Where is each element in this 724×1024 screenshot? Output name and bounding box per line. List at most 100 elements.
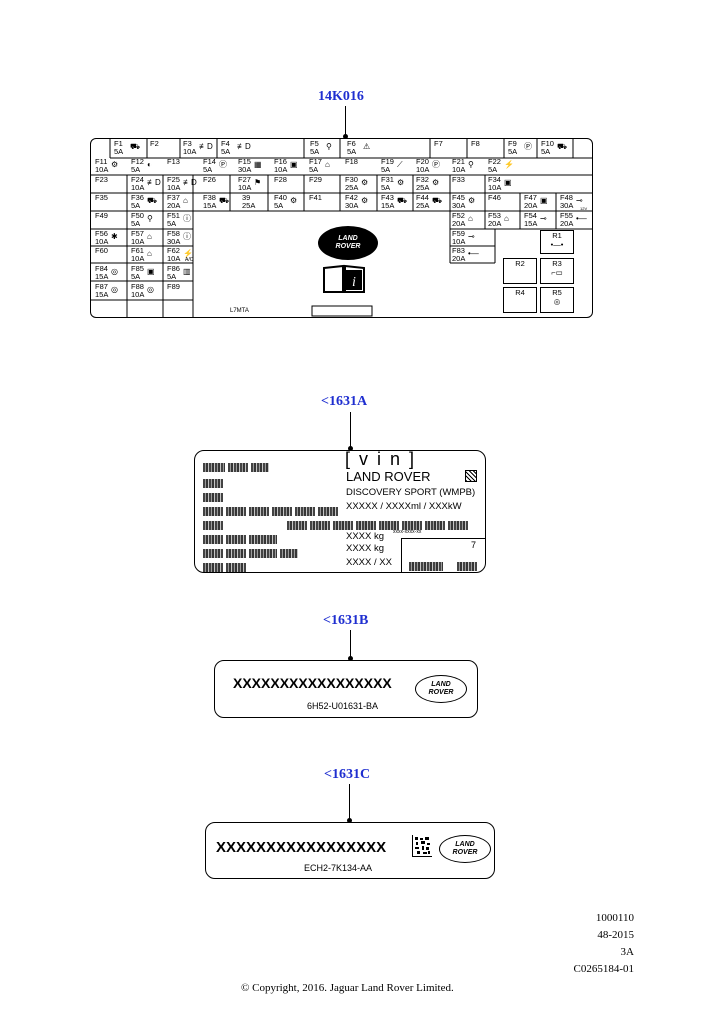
fuse-symbol-icon: ◎ xyxy=(111,267,118,276)
fuse-symbol-icon: ⌂ xyxy=(504,214,509,223)
relay-r2-label: R2 xyxy=(515,259,525,268)
fuse-f46: F46 xyxy=(488,194,501,202)
logo-text-land: LAND xyxy=(338,235,358,242)
fuse-id: F21 xyxy=(452,157,465,166)
fuse-id: F89 xyxy=(167,282,180,291)
fuse-amperage: 10A xyxy=(95,237,109,246)
fuse-id: F14 xyxy=(203,157,216,166)
vin-divider-v xyxy=(401,538,402,572)
label-b-code: XXXXXXXXXXXXXXXXX xyxy=(233,675,392,691)
fuse-symbol-icon: ⛟ xyxy=(130,142,141,151)
fuse-symbol-icon: ⛟ xyxy=(397,196,408,205)
fuse-symbol-icon: ⚙ xyxy=(111,160,119,169)
leader-line xyxy=(349,784,350,822)
fuse-amperage: 15A xyxy=(381,201,395,210)
leader-line xyxy=(345,106,346,137)
fuse-f48-note: 12V xyxy=(580,206,588,211)
obscured-text xyxy=(457,558,480,576)
fuse-f35: F35 xyxy=(95,194,108,202)
fuse-amperage: 5A xyxy=(167,272,177,281)
obscured-text xyxy=(203,459,272,477)
fuse-id: F47 xyxy=(524,193,537,202)
label-c-code: XXXXXXXXXXXXXXXXX xyxy=(216,839,387,856)
obscured-text xyxy=(203,531,280,549)
fuse-symbol-icon: Ⓟ xyxy=(524,142,532,151)
fuse-id: F19 xyxy=(381,157,394,166)
fuse-amperage: 20A xyxy=(524,201,538,210)
fuse-f23: F23 xyxy=(95,176,108,184)
fuse-symbol-icon: ⚙ xyxy=(290,196,298,205)
fuse-id: F83 xyxy=(452,246,465,255)
fuse-id: F87 xyxy=(95,282,108,291)
fuse-id: F61 xyxy=(131,246,144,255)
fuse-amperage: 10A xyxy=(131,254,145,263)
vin-weight-small: xxxx-xxxx-xx xyxy=(393,529,422,535)
vin-weight-1: XXXX kg xyxy=(346,531,385,542)
fuse-symbol-icon: ≢D xyxy=(183,178,197,187)
fuse-id: F13 xyxy=(167,157,180,166)
fuse-symbol-icon: ⚙ xyxy=(397,178,405,187)
logo-text-land: LAND xyxy=(431,681,451,688)
callout-label-c: <1631C xyxy=(324,767,371,782)
logo-text-rover: ROVER xyxy=(335,243,361,250)
fuse-symbol-icon: ≢D xyxy=(147,178,161,187)
fuse-amperage: 5A xyxy=(310,147,320,156)
fuse-id: F44 xyxy=(416,193,429,202)
fuse-id: F54 xyxy=(524,211,537,220)
fuse-id: F45 xyxy=(452,193,465,202)
fuse-symbol-icon: Ⓟ xyxy=(219,160,227,169)
fuse-f18: F18 xyxy=(345,158,358,166)
fuse-id: F5 xyxy=(310,139,319,148)
fuse-amperage: 15A xyxy=(524,219,538,228)
fuse-amperage: 5A xyxy=(347,147,357,156)
fuse-amperage: 20A xyxy=(488,219,502,228)
fuse-amperage: 10A xyxy=(452,165,466,174)
fuse-id: F3 xyxy=(183,139,192,148)
fuse-amperage: 10A xyxy=(167,254,181,263)
vin-weight-2: XXXX kg xyxy=(346,543,385,554)
fuse-amperage: 10A xyxy=(131,183,145,192)
fuse-symbol-icon: ≢D xyxy=(199,142,213,151)
fuse-id: F62 xyxy=(167,246,180,255)
fuse-amperage: 10A xyxy=(452,237,466,246)
relay-icon: ◎ xyxy=(553,297,561,306)
fuse-symbol-icon: ⓘ xyxy=(183,214,191,223)
fuse-id: F35 xyxy=(95,193,108,202)
fuse-symbol-icon: ⛟ xyxy=(557,142,568,151)
fuse-id: 39 xyxy=(242,193,251,202)
fuse-amperage: 5A xyxy=(274,201,284,210)
callout-label-b: <1631B xyxy=(323,613,369,628)
fuse-amperage: 5A xyxy=(131,219,141,228)
vin-power: XXXXX / XXXXml / XXXkW xyxy=(346,501,462,512)
fuse-f8: F8 xyxy=(471,140,480,148)
fuse-id: F22 xyxy=(488,157,501,166)
fuse-symbol-icon: ⓘ xyxy=(183,232,191,241)
fuse-id: F30 xyxy=(345,175,358,184)
fuse-amperage: 20A xyxy=(167,201,181,210)
relay-r3: R3⌐▭ xyxy=(540,258,574,284)
fuse-symbol-icon: ⚲ xyxy=(147,214,153,223)
logo-text-land: LAND xyxy=(455,841,475,848)
relay-r2: R2 xyxy=(503,258,537,284)
fuse-amperage: 5A xyxy=(131,201,141,210)
fuse-id: F7 xyxy=(434,139,443,148)
fuse-id: F4 xyxy=(221,139,230,148)
fuse-symbol-icon: ◎ xyxy=(111,285,118,294)
